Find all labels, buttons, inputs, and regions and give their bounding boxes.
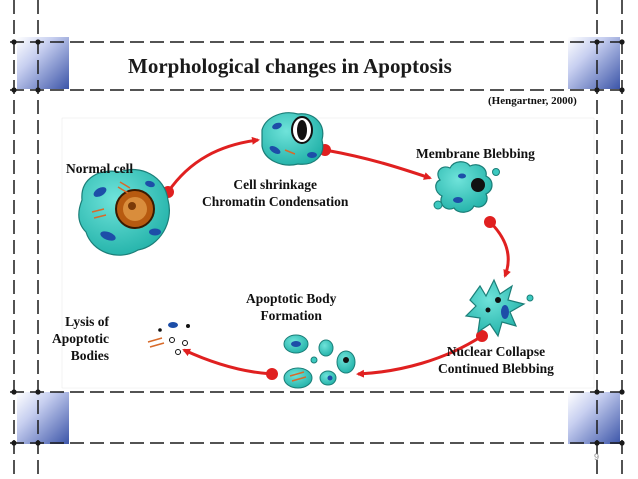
label-lysis: Lysis of Apoptotic Bodies: [52, 313, 109, 364]
arrow-body-to-lysis: [182, 348, 273, 376]
corner-square-bottom-right: [568, 392, 620, 444]
frame-dot: [35, 39, 41, 45]
frame-dot: [619, 440, 625, 446]
label-apoptotic-body-line2: Formation: [260, 308, 322, 323]
shrinking-cell-illustration: [261, 112, 324, 166]
frame-dot: [594, 389, 600, 395]
frame-dot: [35, 389, 41, 395]
label-cell-shrinkage-line1: Cell shrinkage: [233, 177, 318, 192]
corner-square-bottom-left: [17, 392, 69, 444]
label-lysis-line2: Apoptotic: [52, 331, 109, 346]
normal-cell-illustration: [78, 168, 170, 256]
frame-dot: [11, 440, 17, 446]
frame-dot: [594, 440, 600, 446]
label-lysis-line3: Bodies: [70, 348, 109, 363]
arrow-blebbing-to-collapse: [488, 220, 511, 278]
frame-dot: [35, 440, 41, 446]
label-apoptotic-body-line1: Apoptotic Body: [246, 291, 337, 306]
collapsing-cell-illustration: [464, 278, 534, 338]
apoptotic-bodies-illustration: [283, 334, 356, 389]
arrow-shrink-to-blebbing: [324, 148, 432, 180]
frame-dot: [619, 389, 625, 395]
slide-title: Morphological changes in Apoptosis: [128, 54, 452, 78]
frame-dot: [11, 87, 17, 93]
cycle-arrows: [166, 136, 511, 378]
label-apoptotic-body-formation: Apoptotic Body Formation: [246, 290, 336, 324]
frame-dot: [619, 87, 625, 93]
frame-dot: [594, 39, 600, 45]
label-cell-shrinkage-line2: Chromatin Condensation: [202, 194, 349, 209]
arrow-normal-to-shrink: [166, 136, 260, 193]
lysis-fragments-illustration: [147, 322, 190, 355]
label-nuclear-collapse: Nuclear Collapse Continued Blebbing: [438, 343, 554, 377]
arrow-start-dot: [484, 216, 496, 228]
frame-dot: [594, 87, 600, 93]
label-membrane-blebbing-text: Membrane Blebbing: [416, 146, 535, 161]
arrow-start-dot: [266, 368, 278, 380]
blebbing-cell-illustration: [433, 161, 500, 213]
label-nuclear-collapse-line1: Nuclear Collapse: [446, 344, 546, 359]
frame-dot: [35, 87, 41, 93]
corner-square-top-left: [17, 37, 69, 89]
label-normal-cell-text: Normal cell: [66, 161, 134, 176]
arrow-start-dot: [476, 330, 488, 342]
label-nuclear-collapse-line2: Continued Blebbing: [438, 361, 554, 376]
arrow-collapse-to-body: [356, 334, 483, 378]
label-membrane-blebbing: Membrane Blebbing: [416, 145, 535, 162]
frame-dot: [11, 389, 17, 395]
citation: (Hengartner, 2000): [488, 95, 577, 107]
corner-square-top-right: [568, 37, 620, 89]
label-normal-cell: Normal cell: [66, 160, 133, 177]
page-number: 9: [594, 452, 600, 462]
label-lysis-line1: Lysis of: [65, 314, 109, 329]
frame-dot: [619, 39, 625, 45]
frame-dot: [11, 39, 17, 45]
label-cell-shrinkage: Cell shrinkage Chromatin Condensation: [202, 176, 348, 210]
